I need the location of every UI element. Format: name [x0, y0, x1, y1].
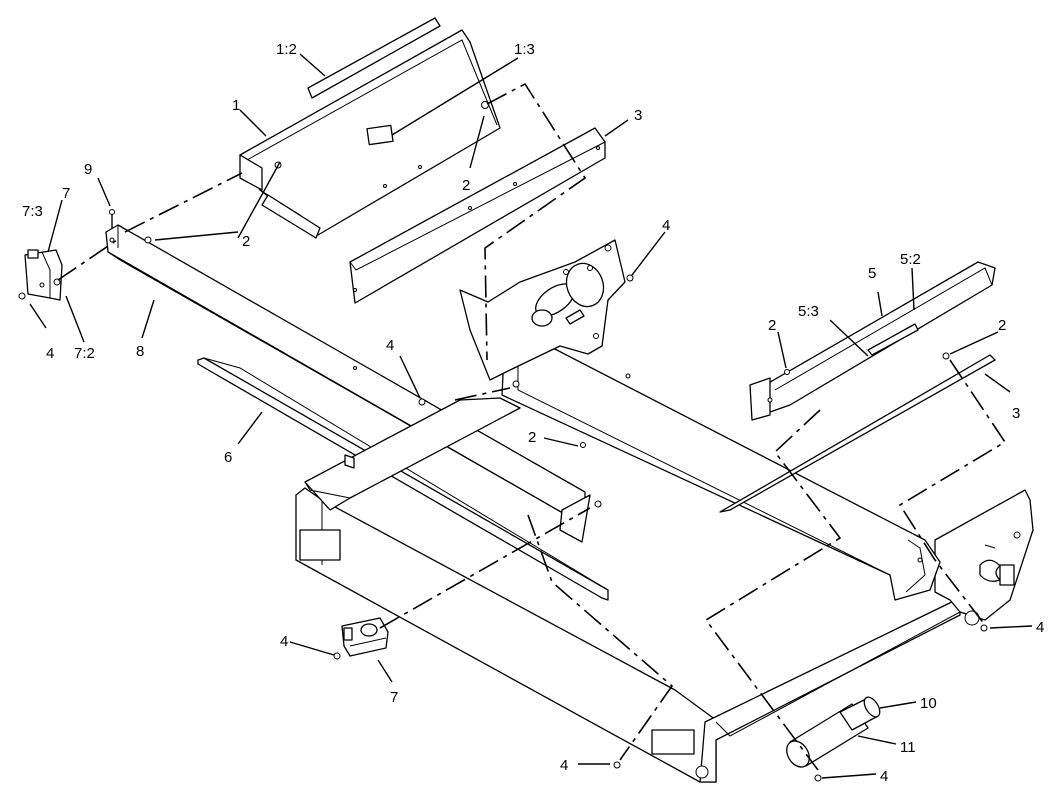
- callout-5-2: 5:2: [900, 251, 921, 268]
- back-plate: [459, 239, 626, 381]
- callout-3-top: 3: [634, 107, 642, 124]
- leader-lines: [29, 53, 1033, 779]
- callout-9: 9: [84, 161, 92, 178]
- callout-4-bottom-right: 4: [880, 768, 888, 785]
- callout-4-right: 4: [1036, 619, 1044, 636]
- part-1-2-strip: [307, 17, 441, 99]
- callout-7-low: 7: [390, 689, 398, 706]
- fasteners: [18, 209, 988, 782]
- main-frame: [295, 487, 1034, 783]
- callout-4-mid: 4: [386, 337, 394, 354]
- center-channel: [501, 329, 941, 601]
- callout-2-right-a: 2: [768, 317, 776, 334]
- part-7-left-bracket: [24, 249, 63, 301]
- callout-3-right: 3: [1012, 405, 1020, 422]
- callout-5: 5: [868, 265, 876, 282]
- part-7-lower-bracket: [341, 617, 389, 657]
- callout-1-3: 1:3: [514, 41, 535, 58]
- callout-2-left: 2: [242, 233, 250, 250]
- center-lines: [57, 82, 1007, 771]
- callout-2-top: 2: [462, 177, 470, 194]
- part-1-top-shield: [239, 29, 501, 239]
- callout-10: 10: [920, 695, 937, 712]
- callout-5-3: 5:3: [798, 303, 819, 320]
- callout-8: 8: [136, 343, 144, 360]
- part-5-right-shield: [749, 261, 996, 421]
- callout-2-center: 2: [528, 429, 536, 446]
- part-6-angle: [197, 357, 609, 601]
- callout-7-2: 7:2: [74, 345, 95, 362]
- callout-labels: 1:2 1:3 1 3 2 9 7:3 7 2 4 7:2 8 4 5 5:2 …: [22, 41, 1044, 785]
- callout-4-low-left: 4: [280, 633, 288, 650]
- callout-4-bottom: 4: [560, 757, 568, 774]
- callout-7-top: 7: [62, 185, 70, 202]
- part-3-right-strip: [719, 354, 996, 513]
- middle-tray: [304, 397, 521, 511]
- callout-1-2: 1:2: [276, 41, 297, 58]
- part-3-top-strip: [349, 127, 606, 304]
- callout-6: 6: [224, 449, 232, 466]
- callout-2-right-b: 2: [998, 317, 1006, 334]
- callout-7-3: 7:3: [22, 203, 43, 220]
- callout-4-top: 4: [662, 217, 670, 234]
- part-10-11-cylinder: [786, 696, 881, 768]
- part-8-beam: [105, 224, 591, 543]
- callout-11: 11: [900, 739, 916, 756]
- callout-1: 1: [232, 97, 240, 114]
- callout-4-left-bracket: 4: [46, 345, 54, 362]
